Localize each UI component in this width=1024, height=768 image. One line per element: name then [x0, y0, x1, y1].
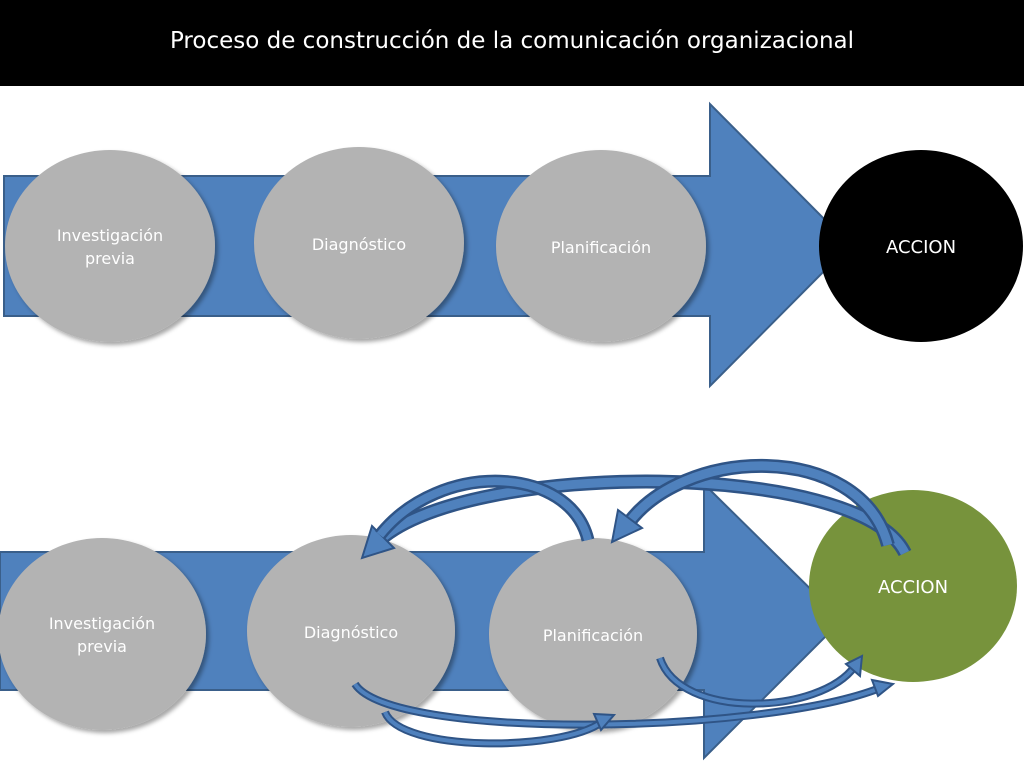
bottom-step-investigacion-circle — [0, 538, 206, 730]
bottom-step-planificacion-circle — [489, 538, 697, 730]
top-step-planificacion-label: Planificación — [551, 238, 651, 257]
top-diagram: Investigación previa Diagnóstico Planifi… — [3, 101, 1023, 389]
top-step-planificacion — [496, 150, 706, 342]
bottom-step-investigacion-line2: previa — [77, 637, 127, 656]
bottom-diagram: ACCION Investigación previa Diagnóstico … — [0, 459, 1017, 761]
top-accion-circle — [819, 150, 1023, 342]
bottom-accion-circle — [809, 490, 1017, 682]
forward-diagnostico-to-accion-head — [870, 678, 896, 698]
top-step-investigacion-circle — [5, 150, 215, 342]
top-step-diagnostico — [254, 147, 464, 339]
bottom-step-diagnostico-circle — [247, 535, 455, 727]
top-step-planificacion-circle — [496, 150, 706, 342]
top-step-investigacion-line2: previa — [85, 249, 135, 268]
bottom-step-diagnostico-label: Diagnóstico — [304, 623, 398, 642]
top-accion-label: ACCION — [886, 237, 956, 258]
bottom-step-investigacion — [0, 538, 206, 730]
top-step-diagnostico-circle — [254, 147, 464, 339]
top-step-diagnostico-label: Diagnóstico — [312, 235, 406, 254]
forward-diagnostico-to-planificacion-head — [592, 712, 617, 732]
forward-planificacion-to-accion-head — [844, 654, 864, 679]
title-bar: Proceso de construcción de la comunicaci… — [0, 0, 1024, 86]
top-step-investigacion — [5, 150, 215, 342]
page-title: Proceso de construcción de la comunicaci… — [169, 28, 855, 54]
feedback-accion-to-planificacion-head — [610, 508, 644, 544]
bottom-step-investigacion-line1: Investigación — [49, 614, 155, 633]
bottom-accion-label: ACCION — [878, 577, 948, 598]
top-step-investigacion-line1: Investigación — [57, 226, 163, 245]
bottom-step-planificacion-label: Planificación — [543, 626, 643, 645]
bottom-step-diagnostico — [247, 535, 455, 727]
bottom-step-planificacion — [489, 538, 697, 730]
